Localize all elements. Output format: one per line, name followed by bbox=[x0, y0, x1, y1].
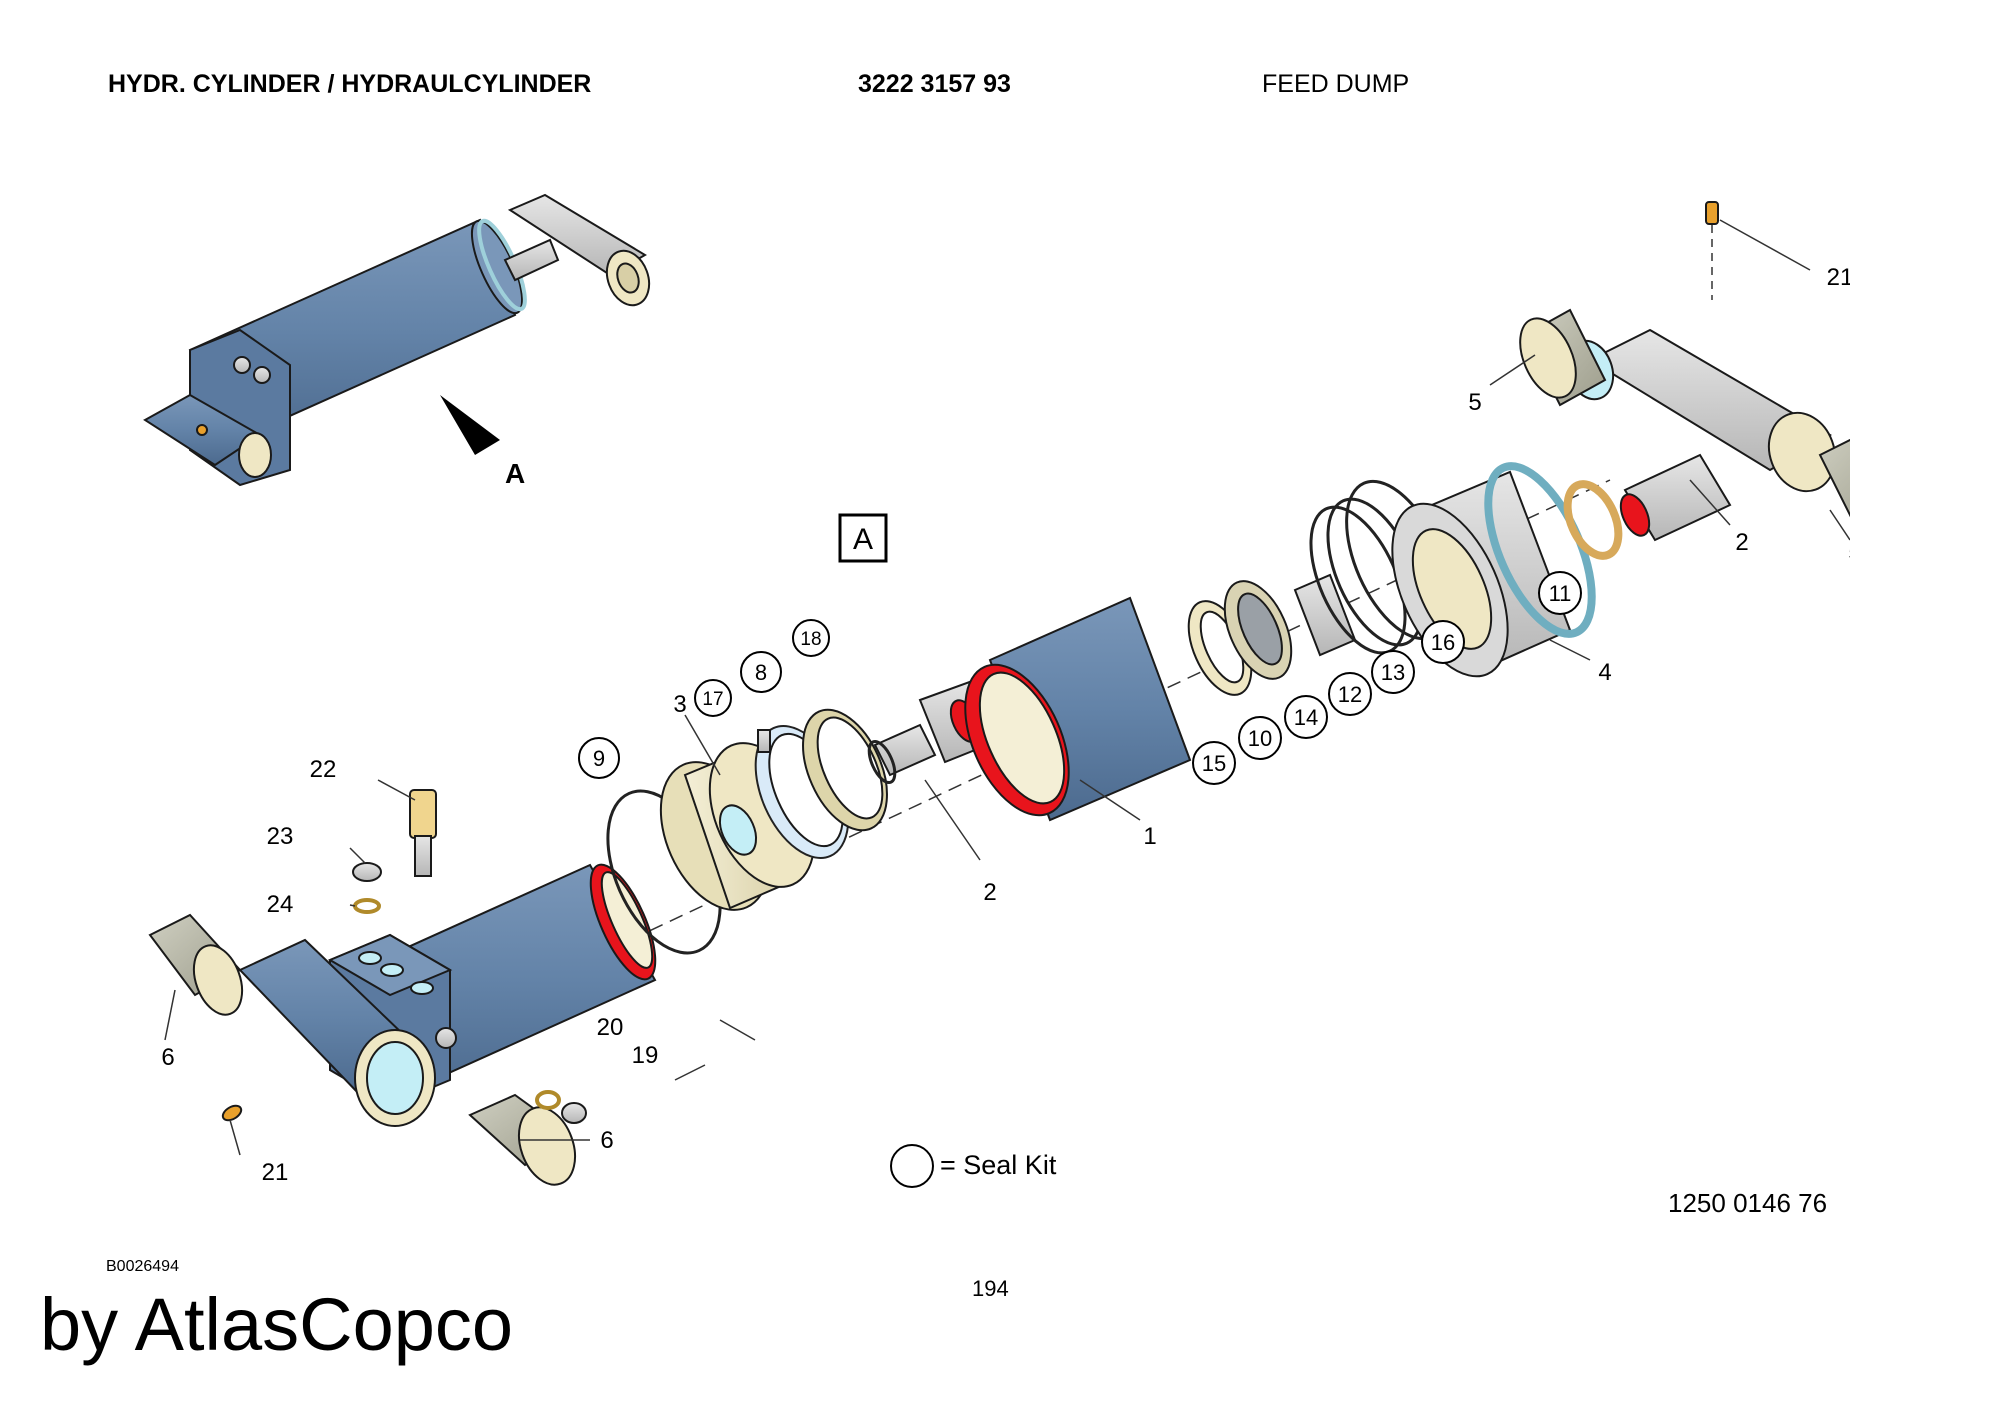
assembly-description: FEED DUMP bbox=[1262, 70, 1410, 98]
callout-13: 13 bbox=[1371, 650, 1415, 694]
callout-11: 11 bbox=[1538, 571, 1582, 615]
svg-text:18: 18 bbox=[800, 629, 821, 650]
grease-nipple-21-bottom bbox=[221, 1104, 243, 1122]
callout-2-top: 2 bbox=[1735, 529, 1748, 556]
bushing-6-right-end bbox=[517, 1106, 577, 1186]
seal-11 bbox=[1563, 480, 1623, 560]
callout-6-right: 6 bbox=[600, 1127, 613, 1154]
washer-24 bbox=[353, 898, 381, 914]
callout-20: 20 bbox=[597, 1014, 624, 1041]
cylinder-tube-1-bore bbox=[978, 671, 1066, 805]
svg-text:16: 16 bbox=[1431, 630, 1455, 655]
callout-5-right: 5 bbox=[1848, 539, 1850, 566]
exploded-view-diagram: A A bbox=[143, 193, 1850, 1218]
seal-18-inner bbox=[816, 716, 884, 820]
svg-text:10: 10 bbox=[1248, 726, 1272, 751]
guide-bush-14 bbox=[1293, 573, 1357, 657]
drawing-number: 1250 0146 76 bbox=[1668, 1188, 1827, 1218]
cylinder-base-bore bbox=[600, 871, 654, 969]
callout-21-top: 21 bbox=[1827, 264, 1850, 291]
overview-rod-eye-hole bbox=[616, 262, 640, 294]
legend-circle-icon bbox=[890, 1144, 934, 1188]
rod-eye-2-shaft-end bbox=[1619, 493, 1651, 537]
leader-lines bbox=[164, 219, 1850, 1156]
callout-22: 22 bbox=[310, 756, 337, 783]
overview-bolt-2 bbox=[253, 366, 271, 384]
bushing-6-left-end bbox=[192, 944, 244, 1016]
view-marker-a: A bbox=[505, 458, 525, 489]
svg-text:14: 14 bbox=[1294, 705, 1318, 730]
adapter-22-stem bbox=[414, 835, 432, 877]
callout-5-left: 5 bbox=[1468, 389, 1481, 416]
overview-grease-nipple bbox=[196, 424, 208, 436]
callout-12: 12 bbox=[1328, 672, 1372, 716]
detail-label: A bbox=[853, 523, 873, 556]
port-hole-1 bbox=[358, 951, 382, 965]
svg-text:13: 13 bbox=[1381, 660, 1405, 685]
overview-rod-eye bbox=[507, 193, 647, 277]
adapter-22 bbox=[409, 789, 437, 839]
rod-thread bbox=[873, 723, 937, 777]
overview-bolt-1 bbox=[233, 356, 251, 374]
rod-o-ring bbox=[867, 739, 897, 785]
part-number: 3222 3157 93 bbox=[858, 70, 1011, 98]
bushing-5-right bbox=[1818, 438, 1850, 518]
svg-text:8: 8 bbox=[755, 660, 767, 685]
callout-6-left: 6 bbox=[161, 1044, 174, 1071]
callout-2-center: 2 bbox=[983, 879, 996, 906]
washer-20 bbox=[535, 1090, 561, 1110]
callout-9: 9 bbox=[578, 737, 620, 779]
svg-text:11: 11 bbox=[1549, 581, 1572, 606]
callout-23: 23 bbox=[267, 823, 294, 850]
plug-23 bbox=[352, 862, 382, 882]
grease-nipple-21-top bbox=[1705, 201, 1719, 225]
piston-3-bore bbox=[718, 804, 758, 856]
plug-19 bbox=[561, 1102, 587, 1124]
overview-base-eye-bore bbox=[238, 432, 272, 478]
callout-1: 1 bbox=[1143, 823, 1156, 850]
plain-callouts: 1 2 2 3 4 5 5 6 6 19 20 21 21 22 23 24 bbox=[161, 264, 1850, 1186]
callout-15: 15 bbox=[1192, 741, 1236, 785]
seal-kit-callouts: 8 9 10 11 12 13 14 15 16 17 18 bbox=[578, 571, 1582, 785]
cylinder-head-4-bore bbox=[1411, 528, 1493, 650]
drawing-title: HYDR. CYLINDER / HYDRAULCYLINDER bbox=[108, 70, 592, 98]
callout-19: 19 bbox=[632, 1042, 659, 1069]
bushing-5-left-end bbox=[1519, 317, 1577, 399]
callout-16: 16 bbox=[1421, 620, 1465, 664]
svg-text:12: 12 bbox=[1338, 682, 1362, 707]
callout-8: 8 bbox=[740, 651, 782, 693]
view-arrow-a bbox=[440, 395, 500, 455]
svg-text:17: 17 bbox=[702, 689, 723, 710]
page-number: 194 bbox=[972, 1276, 1009, 1301]
callout-3: 3 bbox=[673, 691, 686, 718]
callout-18: 18 bbox=[792, 619, 830, 657]
base-eye-bore-inner bbox=[366, 1041, 424, 1115]
callout-17: 17 bbox=[694, 679, 732, 717]
callout-10: 10 bbox=[1238, 716, 1282, 760]
assembled-cylinder-overview bbox=[143, 193, 651, 487]
callout-21-bottom: 21 bbox=[262, 1159, 289, 1186]
svg-text:15: 15 bbox=[1202, 751, 1226, 776]
port-hole-3 bbox=[410, 981, 434, 995]
seal-10-inner bbox=[1237, 592, 1283, 666]
callout-24: 24 bbox=[267, 891, 294, 918]
side-port-plug bbox=[435, 1027, 457, 1049]
rod-eye-2-bore bbox=[1767, 411, 1837, 493]
callout-14: 14 bbox=[1284, 695, 1328, 739]
port-hole-2 bbox=[380, 963, 404, 977]
brand-watermark: by AtlasCopco bbox=[40, 1283, 514, 1366]
seal-kit-legend: = Seal Kit bbox=[890, 1144, 1057, 1188]
svg-text:9: 9 bbox=[593, 746, 605, 771]
exploded-parts bbox=[148, 201, 1850, 1186]
callout-4: 4 bbox=[1598, 659, 1611, 686]
legend-text: = Seal Kit bbox=[940, 1150, 1057, 1180]
set-screw-17 bbox=[757, 729, 771, 753]
overview-piston-rod bbox=[503, 238, 560, 282]
detail-label-box bbox=[838, 513, 888, 563]
image-code: B0026494 bbox=[106, 1258, 179, 1275]
